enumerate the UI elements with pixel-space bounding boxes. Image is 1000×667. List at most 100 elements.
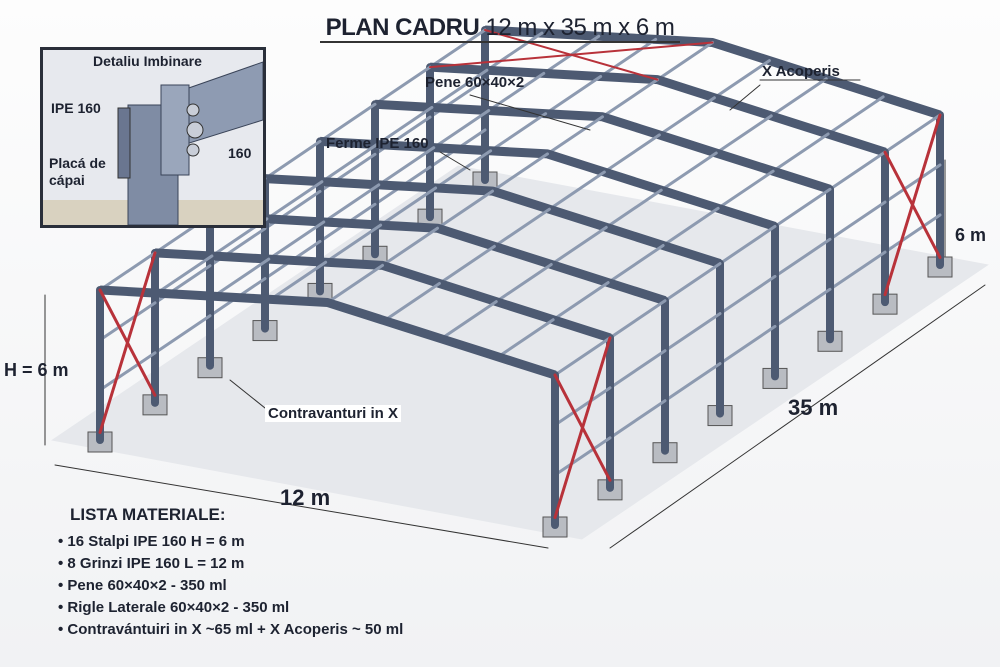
roof-purlin xyxy=(828,150,887,191)
side-rail xyxy=(883,163,942,204)
side-rail xyxy=(718,324,777,366)
roof-purlin xyxy=(496,318,555,359)
roof-purlin xyxy=(155,254,214,295)
label-width: 12 m xyxy=(280,485,331,510)
leader-line xyxy=(469,94,591,131)
material-item: Rigle Laterale 60×40×2 - 350 ml xyxy=(67,597,403,619)
leader-line xyxy=(729,84,761,111)
roof-purlin xyxy=(663,262,722,303)
roof-purlin xyxy=(375,105,434,147)
roof-purlin xyxy=(434,149,493,190)
side-rail xyxy=(828,250,887,291)
roof-purlin xyxy=(553,336,612,377)
roof-purlin xyxy=(98,251,157,292)
label-contravanturi: Contravanturi in X xyxy=(265,405,402,422)
side-rail xyxy=(553,436,612,477)
roof-purlin xyxy=(602,133,661,174)
title-dims: 12 m x 35 m x 6 m xyxy=(485,14,675,41)
roof-purlin xyxy=(769,77,828,118)
roof-purlin xyxy=(320,143,379,184)
material-item: Pene 60×40×2 - 350 ml xyxy=(67,575,403,597)
wall-x-bracing xyxy=(883,150,942,259)
roof-purlin xyxy=(659,151,718,192)
side-rail xyxy=(98,351,157,392)
side-rail xyxy=(608,349,667,390)
side-rail xyxy=(98,301,157,342)
roof-purlin xyxy=(492,207,551,248)
title-main: PLAN CADRU xyxy=(325,14,480,41)
roof-purlin xyxy=(773,187,832,228)
materials-list: LISTA MATERIALE: 16 Stalpi IPE 160 H = 6… xyxy=(67,505,403,641)
roof-purlin xyxy=(487,71,546,113)
roof-purlin xyxy=(826,95,885,136)
wall-x-bracing xyxy=(553,373,612,482)
roof-purlin xyxy=(661,206,720,247)
materials-heading: LISTA MATERIALE: xyxy=(70,505,226,524)
material-item: Contravántuiri in X ~65 ml + X Acoperis … xyxy=(67,619,403,641)
side-rail xyxy=(883,213,942,254)
roof-purlin xyxy=(382,281,441,323)
roof-purlin xyxy=(544,75,603,116)
roof-purlin xyxy=(599,37,658,79)
rafter-ipe160 xyxy=(99,285,557,380)
roof-purlin xyxy=(437,244,496,285)
roof-purlin xyxy=(656,41,714,82)
roof-purlin xyxy=(883,113,942,154)
roof-purlin xyxy=(318,102,377,143)
side-rail xyxy=(553,386,612,427)
roof-x-bracing xyxy=(484,29,659,81)
page-title: PLAN CADRU 12 m x 35 m x 6 m xyxy=(0,14,1000,43)
label-height-left: H = 6 m xyxy=(4,360,69,380)
label-ferme: Ferme IPE 160 xyxy=(326,135,429,152)
roof-purlin xyxy=(265,180,324,221)
roof-purlin xyxy=(606,243,665,285)
joint-detail-drawing xyxy=(43,61,263,225)
roof-purlin xyxy=(547,170,606,211)
roof-purlin xyxy=(549,225,608,266)
roof-purlin xyxy=(489,112,548,153)
roof-purlin xyxy=(439,300,498,341)
roof-purlin xyxy=(491,152,549,193)
roof-purlin xyxy=(551,281,610,322)
side-rail xyxy=(153,314,212,355)
ground-shadow xyxy=(51,165,989,540)
roof-purlin xyxy=(494,262,553,304)
side-rail xyxy=(663,312,722,353)
roof-purlin xyxy=(432,109,491,150)
detail-title: Detaliu Imbinare xyxy=(93,53,202,69)
detail-size-label: 160 xyxy=(228,145,252,161)
width-dimension-line xyxy=(54,464,549,549)
roof-purlin xyxy=(546,115,604,156)
wall-x-bracing xyxy=(98,288,157,397)
side-rail xyxy=(828,200,887,241)
side-rail xyxy=(663,362,722,403)
label-height-right: 6 m xyxy=(955,225,987,245)
roof-purlin xyxy=(324,223,383,264)
roof-purlin xyxy=(430,68,489,109)
roof-purlin xyxy=(716,169,775,210)
roof-purlin xyxy=(326,263,384,304)
leader-line xyxy=(229,379,271,413)
roof-purlin xyxy=(718,224,777,266)
roof-purlin xyxy=(601,78,659,119)
roof-purlin xyxy=(436,189,494,230)
roof-purlin xyxy=(771,132,830,173)
roof-purlin xyxy=(379,186,438,227)
roof-purlin xyxy=(381,226,439,267)
material-item: 8 Grinzi IPE 160 L = 12 m xyxy=(67,553,403,575)
roof-purlin xyxy=(714,114,773,155)
roof-purlin xyxy=(267,220,326,261)
roof-purlin xyxy=(485,31,544,72)
joint-detail-inset: Detaliu Imbinare IPE 160 160 Placá de cá… xyxy=(40,47,266,228)
roof-purlin xyxy=(377,146,436,187)
roof-purlin xyxy=(373,65,432,106)
side-rail xyxy=(608,399,667,440)
roof-purlin xyxy=(269,260,328,301)
material-item: 16 Stalpi IPE 160 H = 6 m xyxy=(67,531,403,553)
roof-purlin xyxy=(657,96,716,137)
roof-purlin xyxy=(263,139,322,181)
label-acoperis: X Acoperis xyxy=(762,63,840,80)
roof-purlin xyxy=(712,59,771,100)
roof-purlin xyxy=(212,257,271,298)
